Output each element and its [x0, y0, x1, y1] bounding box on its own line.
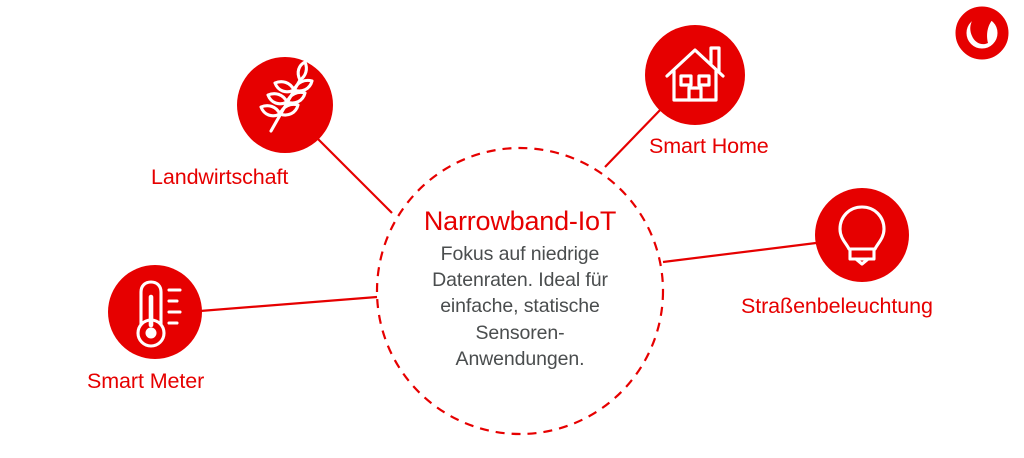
house-icon	[665, 46, 725, 102]
lightbulb-icon	[838, 205, 886, 266]
node-circle-strassenbeleuchtung[interactable]	[815, 188, 909, 282]
connector-smart-home	[604, 106, 664, 168]
node-landwirtschaft[interactable]	[237, 57, 333, 153]
node-label-landwirtschaft[interactable]: Landwirtschaft	[151, 165, 289, 189]
central-dashed-circle	[375, 146, 665, 436]
connector-landwirtschaft	[317, 138, 393, 214]
node-circle-smart-home[interactable]	[645, 25, 745, 125]
center-description: Fokus auf niedrige Datenraten. Ideal für…	[378, 241, 662, 372]
wheat-icon	[259, 60, 314, 133]
center-description-line-2: Datenraten. Ideal für	[432, 269, 608, 292]
center-description-line-5: Anwendungen.	[455, 347, 585, 370]
node-strassenbeleuchtung[interactable]	[815, 188, 909, 282]
node-smart-meter[interactable]	[108, 265, 202, 359]
thermometer-icon	[136, 280, 182, 348]
center-content: Narrowband-IoT Fokus auf niedrige Datenr…	[378, 206, 662, 372]
connector-smart-meter	[199, 295, 378, 313]
connector-lines	[199, 106, 817, 313]
vodafone-logo-comma	[970, 11, 994, 45]
center-title: Narrowband-IoT	[423, 206, 617, 236]
node-smart-home[interactable]	[645, 25, 745, 125]
node-label-strassenbeleuchtung[interactable]: Straßenbeleuchtung	[741, 294, 933, 318]
center-description-line-4: Sensoren-	[475, 321, 565, 344]
center-description-line-1: Fokus auf niedrige	[440, 243, 600, 266]
node-label-smart-home[interactable]: Smart Home	[649, 134, 769, 158]
center-description-line-3: einfache, statische	[440, 295, 600, 318]
vodafone-logo	[955, 6, 1009, 60]
node-label-smart-meter[interactable]: Smart Meter	[87, 369, 205, 393]
connector-strassenbeleuchtung	[662, 241, 817, 264]
